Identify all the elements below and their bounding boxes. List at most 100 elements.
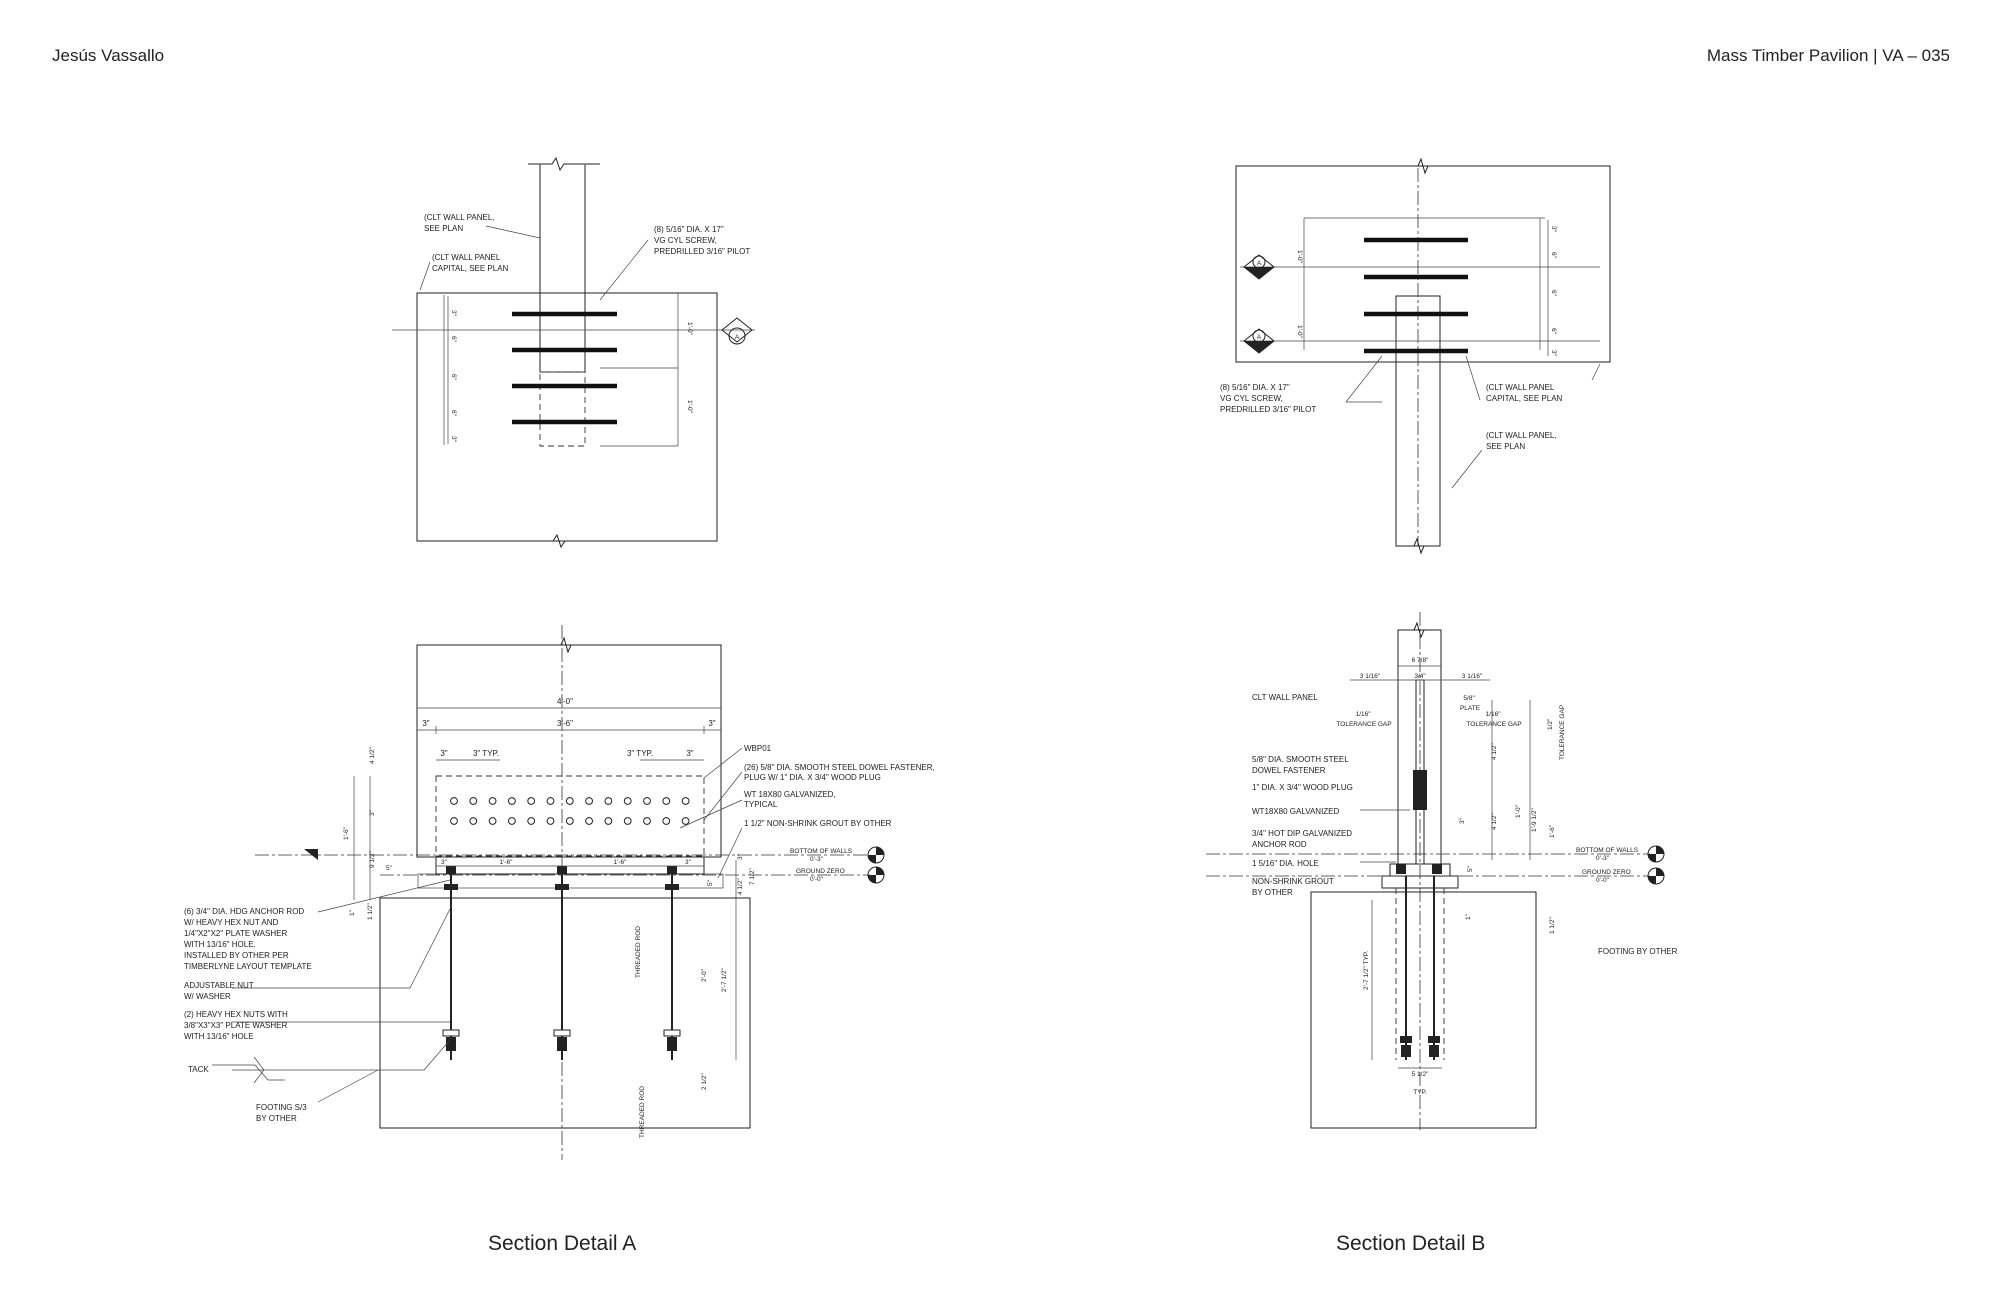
dim-a-top-5: 3" xyxy=(450,436,457,443)
label-tack: TACK xyxy=(188,1065,209,1074)
dowel-hole xyxy=(546,817,555,825)
dowel-hole xyxy=(585,817,593,825)
dim-top-b: 6 7/8" xyxy=(1412,657,1429,664)
dowel-hole xyxy=(585,797,593,805)
label-clt-wall-panel-b: (CLT WALL PANEL, SEE PLAN xyxy=(1486,431,1559,451)
dim-b-top-r4: 6" xyxy=(1550,328,1557,335)
label-dowel-a: (26) 5/8" DIA. SMOOTH STEEL DOWEL FASTEN… xyxy=(744,763,937,782)
dim-bottom-typ-b: TYP. xyxy=(1413,1089,1427,1096)
dowel-hole xyxy=(450,797,458,805)
dowel-hole xyxy=(527,817,536,825)
dowel-hole xyxy=(643,817,651,825)
dim-bot-a-4: 3" xyxy=(685,859,692,866)
dim-b-top-r3: 6" xyxy=(1550,290,1557,297)
label-screw-b: (8) 5/16" DIA. X 17" VG CYL SCREW, PREDR… xyxy=(1220,383,1316,414)
level-bottom-walls-b: BOTTOM OF WALLS 0'-3" xyxy=(1576,847,1640,862)
dowel-hole xyxy=(662,797,671,805)
dim-row-b-2: 3/4" xyxy=(1414,673,1426,680)
dim-vert-b-3: 4 1/2" xyxy=(1491,813,1498,830)
anchor-rod xyxy=(663,866,681,1060)
dim-vert-b-5: 1'-9 1/2" xyxy=(1531,808,1538,832)
caption-section-a: Section Detail A xyxy=(488,1232,637,1255)
dim-left-a-2: 3" xyxy=(369,809,376,816)
dowel-hole xyxy=(565,797,574,805)
dim-row-a-1: 3" xyxy=(422,719,429,728)
label-wt-a: WT 18X80 GALVANIZED, TYPICAL xyxy=(744,790,838,809)
detail-a-top: A (CLT WALL PANEL, SEE PLAN (CLT WALL PA… xyxy=(392,156,755,549)
dim-a-top-r2: 1'-0" xyxy=(686,400,693,414)
label-tol-gap-right: 1/16" TOLERANCE GAP xyxy=(1466,711,1521,728)
dowel-hole xyxy=(604,817,613,825)
label-grout-a: 1 1/2" NON-SHRINK GROUT BY OTHER xyxy=(744,819,892,828)
dowel-hole xyxy=(508,797,516,805)
dim-vert-b-7: 5" xyxy=(1467,865,1474,872)
dim-a-top-4: 6" xyxy=(450,410,457,417)
dowel-hole xyxy=(488,797,497,805)
label-tol-gap-vertical-2: TOLERANCE GAP xyxy=(1559,705,1566,760)
dowel-hole xyxy=(681,797,690,805)
dim-right-a-3: 4 1/2" xyxy=(737,878,744,895)
dowel-hole xyxy=(662,817,671,825)
label-screw-a: (8) 5/16" DIA. X 17" VG CYL SCREW, PREDR… xyxy=(654,225,750,256)
dim-a-top-3: 6" xyxy=(450,374,457,381)
level-bottom-walls-a: BOTTOM OF WALLS 0'-3" xyxy=(790,848,854,863)
label-wbp01: WBP01 xyxy=(744,744,772,753)
dim-b-top-r5: 3" xyxy=(1550,350,1557,357)
dim-bot-a-1: 3" xyxy=(441,859,448,866)
dim-overall-a: 4'-0" xyxy=(557,697,573,706)
anchor-rods xyxy=(442,866,681,1060)
level-ground-zero-a: GROUND ZERO 0'-0" xyxy=(796,868,847,883)
dim-bot-a-2: 1'-6" xyxy=(500,859,514,866)
dim-b-top-r2: 6" xyxy=(1550,252,1557,259)
dim-right-a-1: 3" xyxy=(737,853,744,860)
detail-b-bottom: BOTTOM OF WALLS 0'-3" GROUND ZERO 0'-0" … xyxy=(1206,612,1678,1130)
author-name: Jesús Vassallo xyxy=(52,46,165,65)
dowel-hole xyxy=(565,817,574,825)
dowel-hole xyxy=(469,797,478,805)
dim-b-top-l2: 1'-0" xyxy=(1296,325,1303,339)
caption-section-b: Section Detail B xyxy=(1336,1232,1486,1255)
label-clt-capital-a: (CLT WALL PANEL CAPITAL, SEE PLAN xyxy=(432,253,509,273)
dim-right-a-4: 2'-0" xyxy=(701,968,708,982)
project-title: Mass Timber Pavilion | VA – 035 xyxy=(1706,46,1950,65)
dim-bottom-b: 5 1/2" xyxy=(1412,1071,1429,1078)
dim-right-a-6: 2 1/2" xyxy=(701,1073,708,1090)
dim-left-a-6: 1 1/2" xyxy=(367,903,374,920)
dim-left-a-3: 1'-6" xyxy=(343,826,350,840)
dim-a-top-1: 3" xyxy=(450,310,457,317)
dowel-hole xyxy=(623,797,632,805)
label-tol-gap-left: 1/16" TOLERANCE GAP xyxy=(1336,711,1391,728)
dim-left-a-1: 4 1/2" xyxy=(369,747,376,764)
dim-vert-b-4: 1'-0" xyxy=(1515,804,1522,818)
anchor-rod xyxy=(442,866,460,1060)
callouts-a-right: WBP01 (26) 5/8" DIA. SMOOTH STEEL DOWEL … xyxy=(679,744,937,879)
section-marker-a: A xyxy=(735,334,740,341)
dim-row-b-3: 3 1/16" xyxy=(1462,673,1483,680)
dim-right-a-2: 7 1/2" xyxy=(749,868,756,885)
label-wt-b: WT18X80 GALVANIZED xyxy=(1252,807,1340,816)
dowel-hole xyxy=(488,817,497,825)
label-dowel-b: 5/8" DIA. SMOOTH STEEL DOWEL FASTENER xyxy=(1252,755,1351,775)
dowel-hole xyxy=(527,797,536,805)
threaded-rod-label-2: THREADED ROD xyxy=(639,1086,646,1138)
dowel-hole xyxy=(469,817,478,825)
detail-b-top: A A 1'-0" 1'-0" 3" 6" 6" 6" 3" (8) 5/16"… xyxy=(1220,157,1611,555)
anchor-rod xyxy=(553,866,571,1060)
threaded-rod-label-1: THREADED ROD xyxy=(635,926,642,978)
label-clt-capital-b: (CLT WALL PANEL CAPITAL, SEE PLAN xyxy=(1486,383,1563,403)
label-anchor-b: 3/4" HOT DIP GALVANIZED ANCHOR ROD xyxy=(1252,829,1354,849)
dim-row-a-3: 3" xyxy=(708,719,715,728)
label-hex-nuts: (2) HEAVY HEX NUTS WITH 3/8"X3"X3" PLATE… xyxy=(184,1010,290,1041)
callouts-a-left: (6) 3/4" DIA. HDG ANCHOR ROD W/ HEAVY HE… xyxy=(184,879,453,1123)
dim-vert-b-6: 1'-6" xyxy=(1549,824,1556,838)
dowel-hole xyxy=(643,797,651,805)
dim-row-b-1: 3 1/16" xyxy=(1360,673,1381,680)
label-clt-wall-panel-a: (CLT WALL PANEL, SEE PLAN xyxy=(424,213,497,233)
label-anchor-rod-a: (6) 3/4" DIA. HDG ANCHOR ROD W/ HEAVY HE… xyxy=(184,907,312,971)
dowel-holes xyxy=(450,797,690,825)
label-clt-wall-panel-bb: CLT WALL PANEL xyxy=(1252,693,1318,702)
dim-b-top-r1: 3" xyxy=(1550,226,1557,233)
dowel-hole xyxy=(604,797,613,805)
dim-vert-b-1: 4 1/2" xyxy=(1491,743,1498,760)
